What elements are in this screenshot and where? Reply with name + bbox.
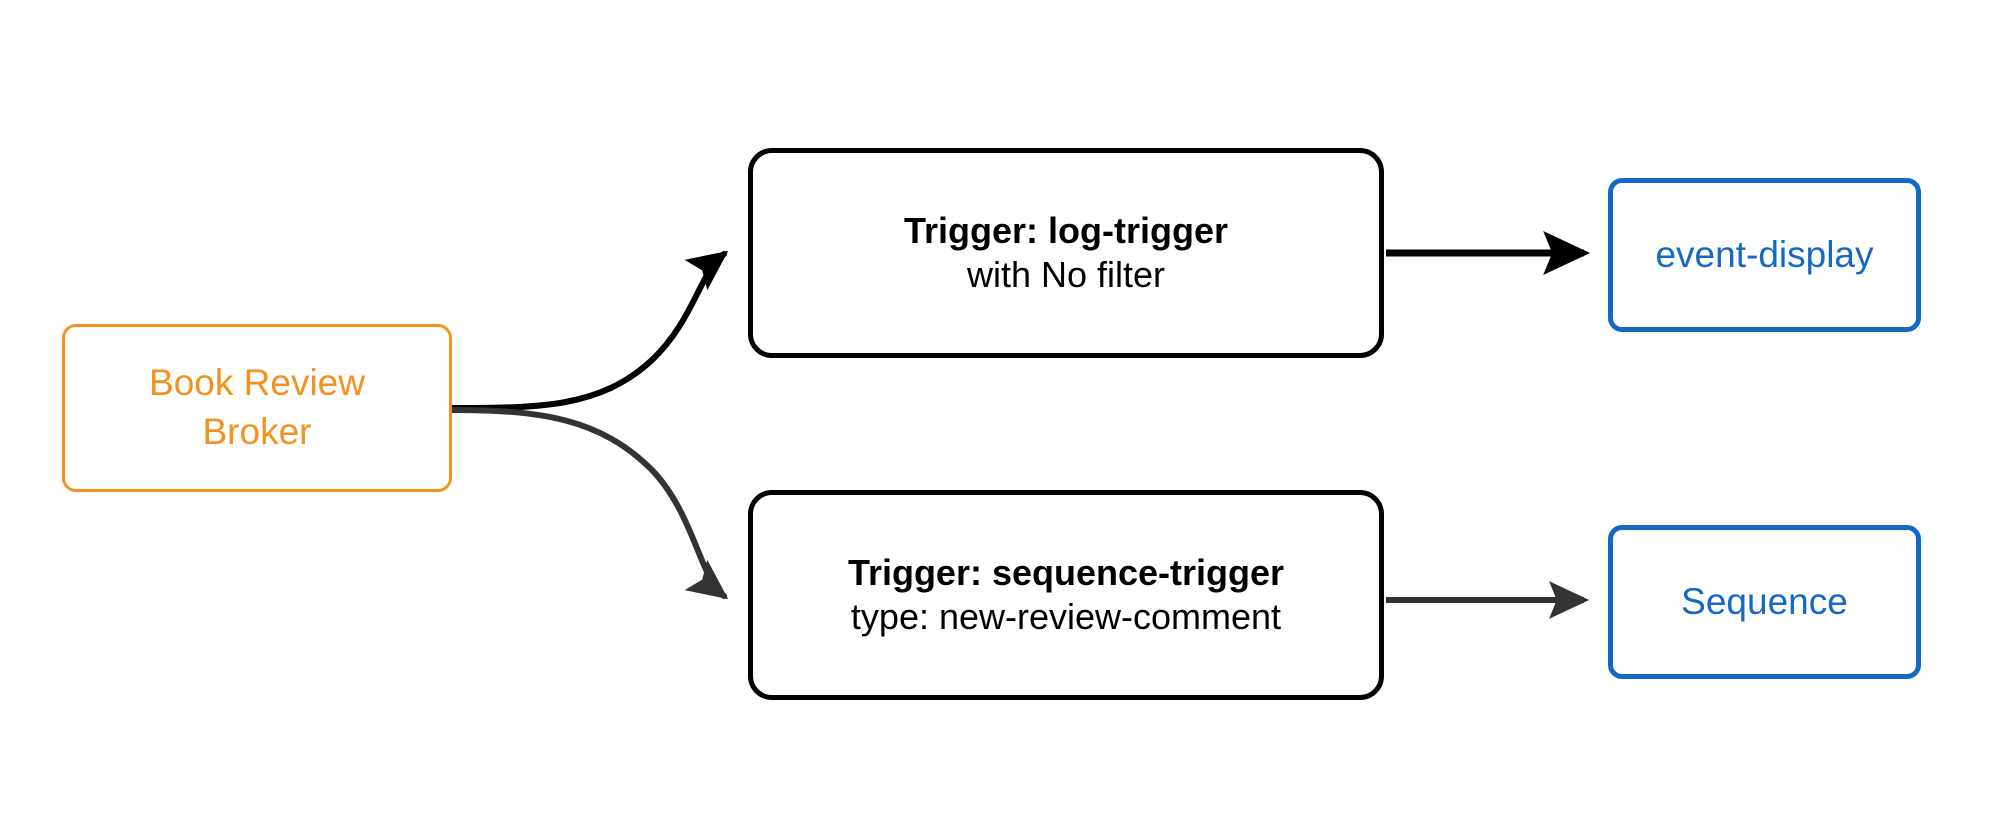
- edge-broker-to-log-trigger: [449, 250, 729, 411]
- trigger-log-subtitle: with No filter: [966, 254, 1166, 295]
- node-trigger-log-trigger[interactable]: Trigger: log-trigger with No filter: [748, 148, 1384, 358]
- node-event-display[interactable]: event-display: [1608, 178, 1921, 332]
- broker-label-line1: Book Review: [149, 362, 365, 404]
- event-display-label: event-display: [1655, 234, 1874, 275]
- trigger-log-title: Trigger: log-trigger: [904, 210, 1228, 252]
- trigger-sequence-subtitle: type: new-review-comment: [850, 596, 1282, 637]
- trigger-sequence-title: Trigger: sequence-trigger: [847, 552, 1285, 594]
- node-book-review-broker[interactable]: Book Review Broker: [62, 324, 452, 492]
- broker-label-line2: Broker: [202, 411, 312, 452]
- sequence-label: Sequence: [1681, 581, 1848, 622]
- node-sequence[interactable]: Sequence: [1608, 525, 1921, 679]
- node-trigger-sequence-trigger[interactable]: Trigger: sequence-trigger type: new-revi…: [748, 490, 1384, 700]
- edge-broker-to-sequence-trigger: [449, 407, 729, 600]
